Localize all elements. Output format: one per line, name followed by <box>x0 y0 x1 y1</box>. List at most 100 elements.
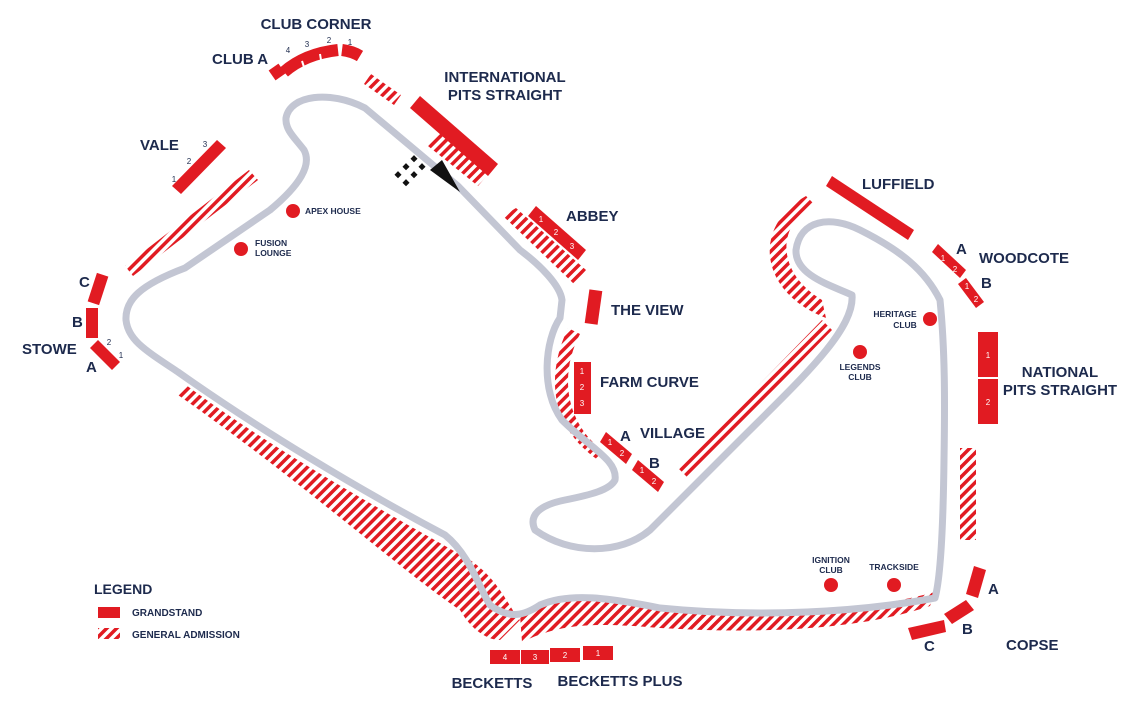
grandstand-stowe-b[interactable] <box>86 308 98 338</box>
ga-vale-wellington[interactable] <box>125 170 258 276</box>
label-the-view: THE VIEW <box>611 302 684 319</box>
grandstand-farm-curve[interactable] <box>574 362 591 414</box>
venue-fusion-label-2: LOUNGE <box>255 248 292 258</box>
becketts-num-2: 2 <box>563 651 568 660</box>
venue-fusion-lounge-marker[interactable] <box>234 242 248 256</box>
venue-apex-house-label: APEX HOUSE <box>305 206 361 216</box>
grandstand-club-corner[interactable] <box>280 44 364 77</box>
legend-title: LEGEND <box>94 581 152 597</box>
label-stowe-b: B <box>72 314 83 331</box>
ga-national-straight[interactable] <box>960 448 976 540</box>
grandstand-village-b[interactable] <box>632 460 664 492</box>
grandstands <box>86 44 998 664</box>
ga-abbey[interactable] <box>503 208 586 284</box>
farm-num-3: 3 <box>580 399 585 408</box>
legend: LEGEND GRANDSTAND GENERAL ADMISSION <box>94 581 240 641</box>
label-international-2: PITS STRAIGHT <box>448 87 562 104</box>
grandstand-copse-a[interactable] <box>966 566 986 598</box>
farm-num-1: 1 <box>580 367 585 376</box>
grandstand-club-a[interactable] <box>268 63 286 81</box>
label-village-b: B <box>649 455 660 472</box>
label-stowe: STOWE <box>22 341 77 358</box>
becketts-num-3: 3 <box>533 653 538 662</box>
grandstand-luffield[interactable] <box>826 176 914 240</box>
label-woodcote-b: B <box>981 275 992 292</box>
label-international-1: INTERNATIONAL <box>444 69 565 86</box>
label-farm-curve: FARM CURVE <box>600 374 699 391</box>
woodcote-b-num-2: 2 <box>974 295 979 304</box>
label-village: VILLAGE <box>640 425 705 442</box>
venue-heritage-label-1: HERITAGE <box>873 309 917 319</box>
grandstand-stowe-c[interactable] <box>87 272 109 306</box>
area-labels: CLUB CORNER CLUB A INTERNATIONAL PITS ST… <box>22 16 1117 692</box>
vale-num-2: 2 <box>187 157 192 166</box>
venue-legends-label-1: LEGENDS <box>839 362 880 372</box>
label-woodcote-a: A <box>956 241 967 258</box>
club-num-1: 1 <box>348 38 353 47</box>
venue-legends-label-2: CLUB <box>848 372 872 382</box>
village-a-num-1: 1 <box>608 438 613 447</box>
label-becketts: BECKETTS <box>452 675 533 692</box>
ga-hangar-straight[interactable] <box>178 385 520 640</box>
ga-luffield-loop[interactable] <box>769 196 826 318</box>
becketts-num-4: 4 <box>503 653 508 662</box>
woodcote-a-num-2: 2 <box>953 265 958 274</box>
grandstand-copse-b[interactable] <box>944 600 974 624</box>
legend-grandstand-label: GRANDSTAND <box>132 608 202 619</box>
label-copse-a: A <box>988 581 999 598</box>
legend-ga-swatch <box>98 628 120 639</box>
label-club-a: CLUB A <box>212 51 268 68</box>
national-num-1: 1 <box>986 351 991 360</box>
grandstand-vale[interactable] <box>172 140 226 194</box>
ga-club-straight[interactable] <box>364 74 401 105</box>
grandstand-woodcote-b[interactable] <box>958 278 984 308</box>
vale-num-3: 3 <box>203 140 208 149</box>
legend-ga-label: GENERAL ADMISSION <box>132 630 240 641</box>
ga-brooklands[interactable] <box>678 320 832 478</box>
grandstand-copse-c[interactable] <box>908 620 946 640</box>
venue-ignition-label-2: CLUB <box>819 565 843 575</box>
stowe-a-num-2: 2 <box>107 338 112 347</box>
label-stowe-a: A <box>86 359 97 376</box>
vale-num-1: 1 <box>172 175 177 184</box>
grandstand-village-a[interactable] <box>600 432 632 464</box>
label-national-1: NATIONAL <box>1022 364 1098 381</box>
becketts-num-1: 1 <box>596 649 601 658</box>
venue-trackside-label: TRACKSIDE <box>869 562 919 572</box>
farm-num-2: 2 <box>580 383 585 392</box>
label-national-2: PITS STRAIGHT <box>1003 382 1117 399</box>
label-copse-c: C <box>924 638 935 655</box>
venue-heritage-label-2: CLUB <box>893 320 917 330</box>
stowe-a-num-1: 1 <box>119 351 124 360</box>
venue-heritage-club-marker[interactable] <box>923 312 937 326</box>
label-luffield: LUFFIELD <box>862 176 935 193</box>
label-club-corner: CLUB CORNER <box>261 16 372 33</box>
legend-grandstand-swatch <box>98 607 120 618</box>
woodcote-b-num-1: 1 <box>965 282 970 291</box>
label-vale: VALE <box>140 137 179 154</box>
grandstand-the-view[interactable] <box>584 289 603 325</box>
venue-legends-club-marker[interactable] <box>853 345 867 359</box>
venue-fusion-label-1: FUSION <box>255 238 287 248</box>
label-copse-b: B <box>962 621 973 638</box>
venues: APEX HOUSE FUSION LOUNGE HERITAGE CLUB L… <box>234 204 937 592</box>
club-num-3: 3 <box>305 40 310 49</box>
label-stowe-c: C <box>79 274 90 291</box>
grandstand-woodcote-a[interactable] <box>932 244 966 278</box>
grandstand-stowe-a[interactable] <box>90 340 120 370</box>
abbey-num-3: 3 <box>570 242 575 251</box>
venue-ignition-club-marker[interactable] <box>824 578 838 592</box>
circuit-track <box>122 93 949 618</box>
venue-apex-house-marker[interactable] <box>286 204 300 218</box>
abbey-num-1: 1 <box>539 215 544 224</box>
national-num-2: 2 <box>986 398 991 407</box>
ga-pits-start[interactable] <box>428 132 490 186</box>
grandstand-international-pits[interactable] <box>410 96 498 176</box>
grandstand-abbey[interactable] <box>528 206 586 260</box>
grandstand-becketts[interactable] <box>490 646 613 664</box>
section-numbers: 4 3 2 1 1 2 3 1 2 3 1 2 3 1 2 1 2 1 2 1 … <box>107 36 991 662</box>
woodcote-a-num-1: 1 <box>941 254 946 263</box>
venue-trackside-marker[interactable] <box>887 578 901 592</box>
label-woodcote: WOODCOTE <box>979 250 1069 267</box>
